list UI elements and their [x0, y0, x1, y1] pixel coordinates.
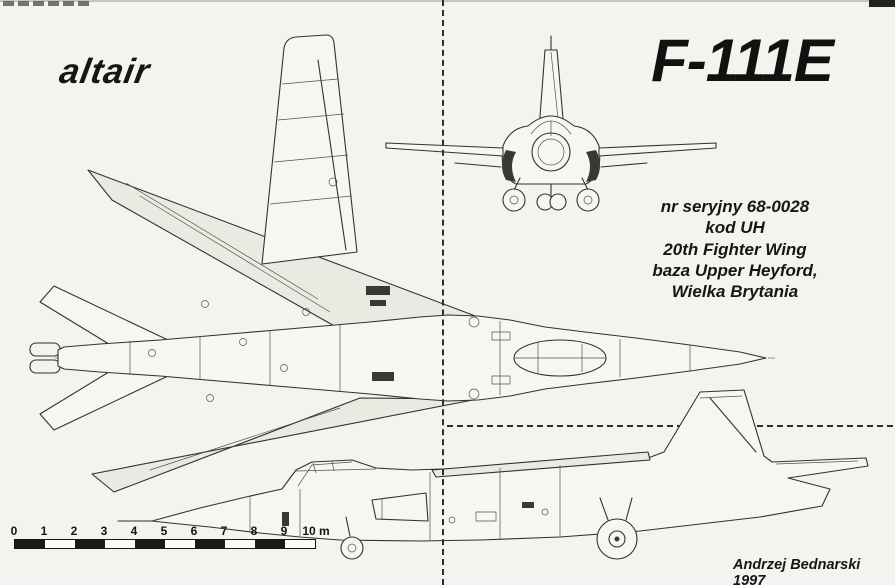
radome	[531, 132, 571, 172]
nose-gear-wheel	[340, 536, 364, 560]
rudder-line-side	[709, 397, 757, 453]
nose-wheel	[549, 193, 567, 211]
scale-segment	[45, 540, 75, 548]
scale-segment	[15, 540, 45, 548]
scale-label: 3	[100, 524, 108, 538]
left-wing-front	[385, 142, 504, 157]
page-fold-line	[442, 0, 444, 585]
stabilator-front-right	[600, 162, 648, 168]
scale-label: 10 m	[302, 524, 330, 538]
scale-label: 6	[190, 524, 198, 538]
page-title: F-111E	[651, 27, 834, 94]
scale-segment	[195, 540, 225, 548]
vertical-fin-profile	[261, 34, 358, 265]
scale-label: 7	[220, 524, 228, 538]
wing-side	[431, 451, 651, 478]
scale-label: 4	[130, 524, 138, 538]
vent-panel	[370, 300, 386, 306]
exhaust-nozzle-left	[29, 342, 61, 357]
scale-segment	[225, 540, 255, 548]
author-credit: Andrzej Bednarski 1997	[733, 557, 861, 585]
scale-label: 1	[40, 524, 48, 538]
page-scan-edge	[0, 0, 895, 2]
info-line-code: kod UH	[705, 218, 765, 238]
scale-label: 8	[250, 524, 258, 538]
intake-side	[371, 492, 429, 522]
side-view	[117, 389, 869, 560]
front-view	[385, 35, 717, 212]
wing-pivot	[468, 316, 480, 328]
vent-panel	[366, 286, 390, 295]
nose-marking	[282, 512, 289, 526]
intake-right	[586, 150, 600, 182]
fuselage-front-view	[501, 115, 601, 185]
vent-panel	[372, 372, 394, 381]
info-line-wing: 20th Fighter Wing	[663, 239, 807, 259]
altair-logo: altair	[56, 52, 154, 91]
fuselage-side-view	[151, 389, 869, 542]
page-header-mark-right	[869, 0, 895, 7]
info-line-base: baza Upper Heyford,	[652, 260, 818, 280]
rudder-hinge-line	[317, 59, 347, 251]
starboard-wing	[91, 397, 479, 493]
scale-segment	[135, 540, 165, 548]
fin-detail	[261, 34, 358, 265]
scale-segment	[105, 540, 135, 548]
main-wheel-left	[502, 188, 526, 212]
stabilator-front-left	[454, 162, 502, 168]
intake-left	[502, 150, 516, 182]
scale-label: 5	[160, 524, 168, 538]
canopy-side	[297, 461, 353, 487]
wing-pivot	[468, 388, 480, 400]
scale-bar-labels: 0 1 2 3 4 5 6 7 8 9 10 m	[10, 524, 359, 538]
scale-label: 0	[10, 524, 18, 538]
scale-label: 9	[280, 524, 288, 538]
scale-label: 2	[70, 524, 78, 538]
main-wheel-right	[576, 188, 600, 212]
info-line-country: Wielka Brytania	[671, 282, 799, 301]
exhaust-nozzle-right	[29, 359, 61, 374]
page-header-mark-left	[3, 1, 89, 6]
scale-segment	[285, 540, 315, 548]
scale-bar-segments	[14, 539, 316, 549]
fuselage-top-view	[57, 314, 767, 402]
scale-segment	[75, 540, 105, 548]
scale-segment	[165, 540, 195, 548]
right-wing-front	[598, 142, 717, 157]
aircraft-info-block: nr seryjny 68-0028 kod UH 20th Fighter W…	[580, 196, 890, 302]
scale-segment	[255, 540, 285, 548]
dashed-divider-line	[447, 425, 893, 427]
info-line-serial: nr seryjny 68-0028	[660, 197, 810, 216]
scale-bar: 0 1 2 3 4 5 6 7 8 9 10 m	[10, 524, 359, 549]
